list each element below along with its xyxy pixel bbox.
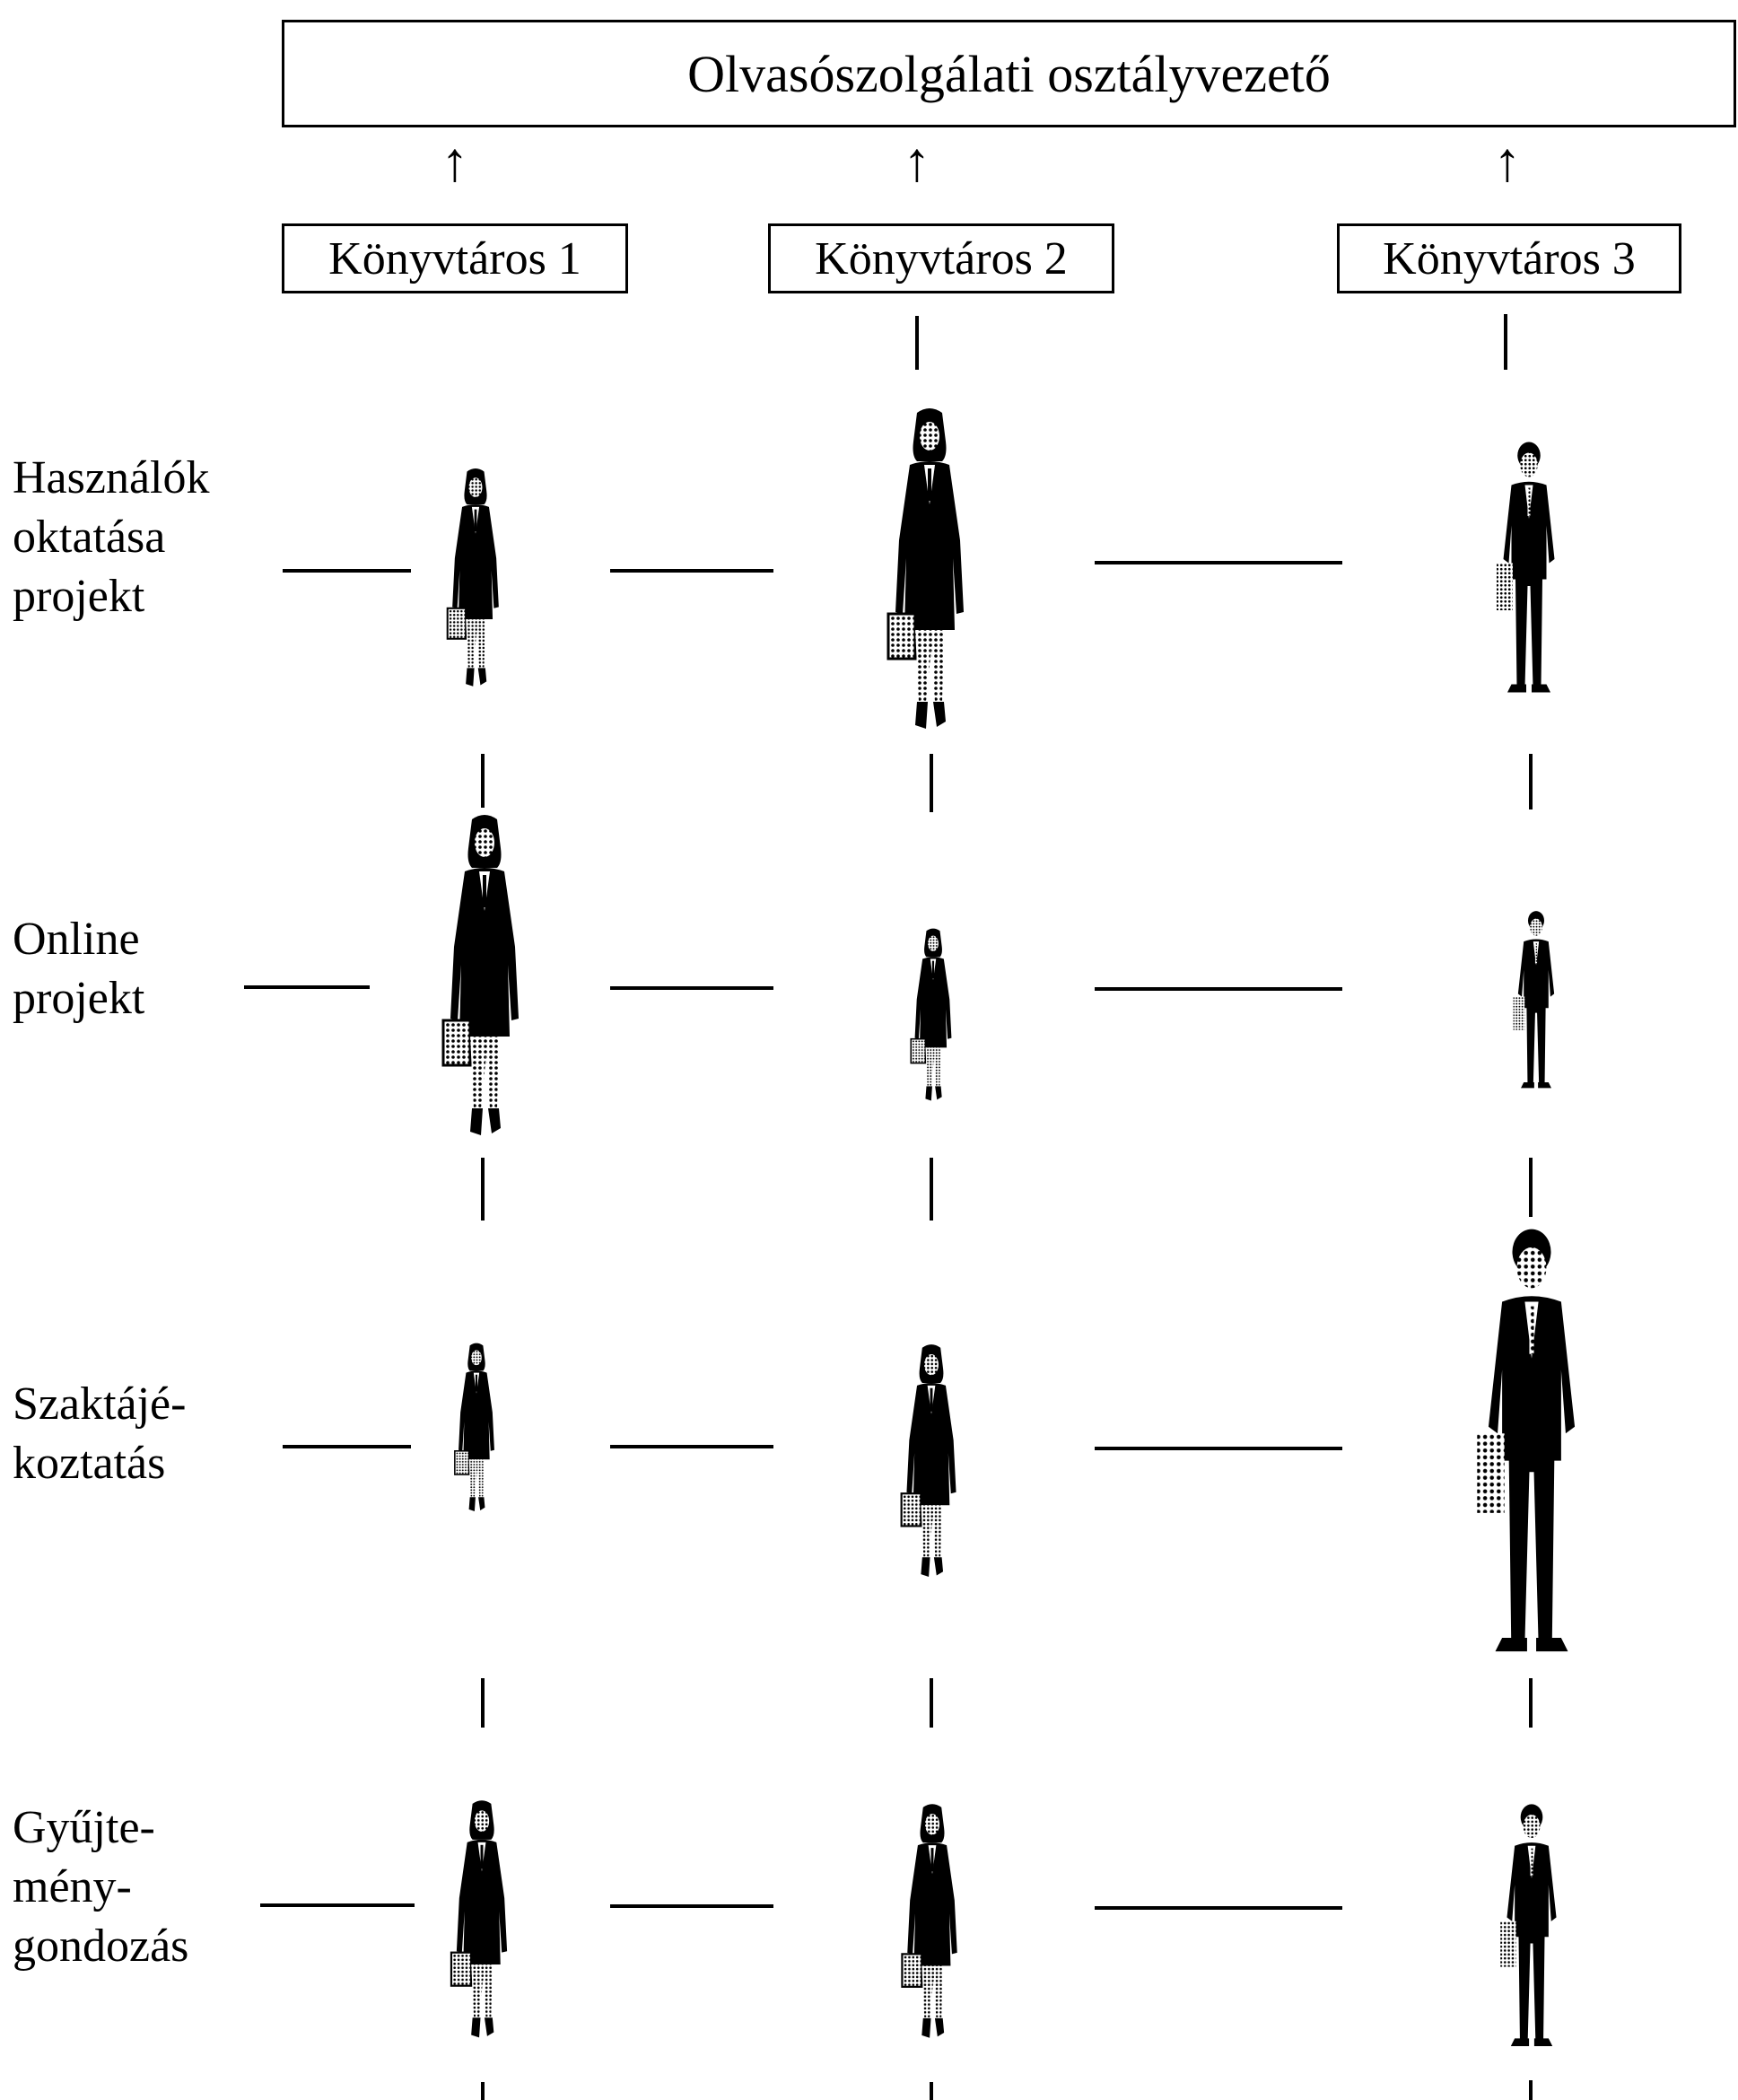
man-with-briefcase-icon: [1479, 1800, 1585, 2061]
librarian-1-label: Könyvtáros 1: [328, 232, 581, 284]
woman-with-briefcase-icon: [886, 1802, 978, 2064]
woman-with-briefcase-icon: [872, 406, 987, 765]
librarian-2-box: Könyvtáros 2: [768, 223, 1114, 293]
man-with-briefcase-icon: [1493, 908, 1579, 1098]
up-arrow-icon: ↑: [1493, 132, 1522, 193]
man-with-briefcase-icon: [1479, 438, 1579, 707]
woman-with-briefcase-icon: [436, 1798, 528, 2064]
up-arrow-icon: ↑: [441, 132, 469, 193]
librarian-1-box: Könyvtáros 1: [282, 223, 628, 293]
woman-with-briefcase-icon: [422, 812, 547, 1171]
man-with-briefcase-icon: [1446, 1222, 1617, 1676]
row-label-reference-service: Szaktájé- koztatás: [13, 1378, 187, 1489]
woman-with-briefcase-icon: [886, 1343, 976, 1603]
department-head-box: Olvasószolgálati osztályvezető: [282, 20, 1736, 127]
woman-with-briefcase-icon: [445, 1342, 508, 1530]
woman-with-briefcase-icon: [897, 927, 969, 1120]
row-label-user-education: Használók oktatása projekt: [13, 452, 210, 622]
woman-with-briefcase-icon: [445, 467, 506, 711]
row-label-collection-management: Gyűjte- mény- gondozás: [13, 1802, 189, 1972]
department-head-label: Olvasószolgálati osztályvezető: [687, 44, 1331, 103]
librarian-3-box: Könyvtáros 3: [1337, 223, 1681, 293]
row-label-online-project: Online projekt: [13, 914, 145, 1024]
up-arrow-icon: ↑: [903, 132, 931, 193]
librarian-3-label: Könyvtáros 3: [1383, 232, 1636, 284]
librarian-2-label: Könyvtáros 2: [815, 232, 1068, 284]
